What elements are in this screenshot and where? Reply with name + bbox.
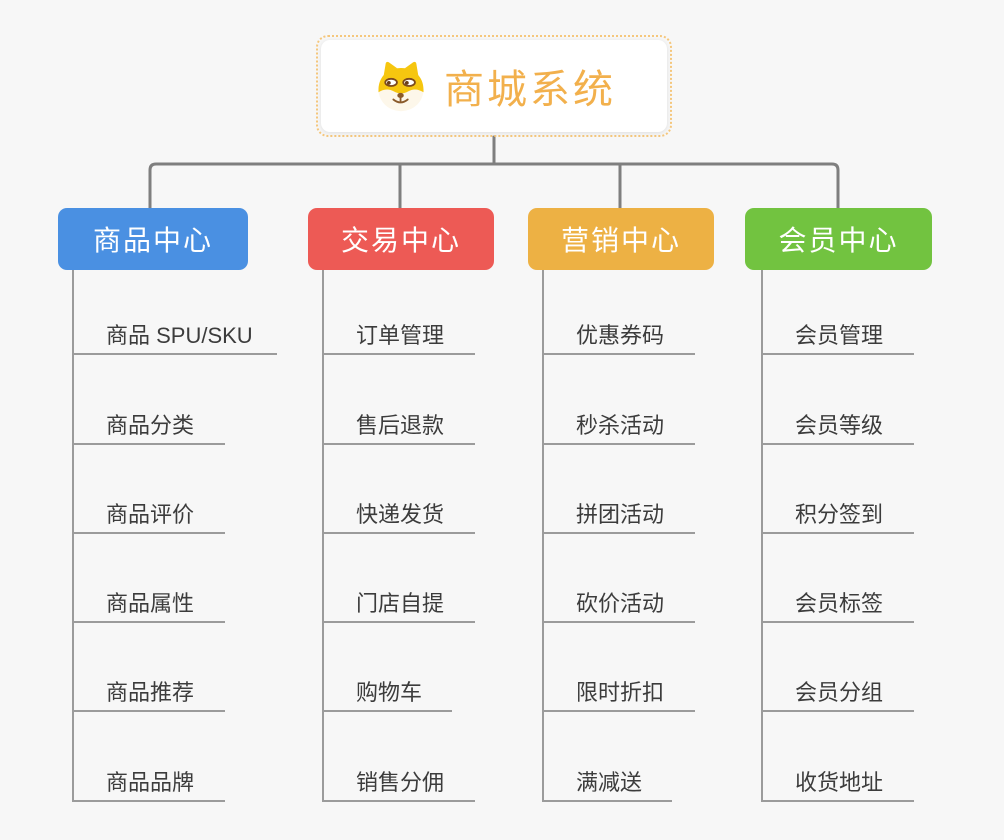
child-label: 积分签到 bbox=[795, 501, 884, 527]
branch-spine-line bbox=[72, 270, 74, 802]
branch-label: 会员中心 bbox=[778, 225, 899, 256]
branch-label: 营销中心 bbox=[560, 225, 681, 256]
child-label: 快递发货 bbox=[356, 501, 445, 527]
child-label: 商品推荐 bbox=[106, 679, 195, 705]
child-label: 商品品牌 bbox=[106, 769, 195, 795]
child-node[interactable]: 限时折扣 bbox=[543, 666, 695, 712]
branch-node-member-center[interactable]: 会员中心 bbox=[745, 208, 932, 270]
child-node[interactable]: 会员分组 bbox=[762, 666, 914, 712]
root-node-card: 商城系统 bbox=[321, 40, 667, 132]
branch-node-marketing-center[interactable]: 营销中心 bbox=[528, 208, 714, 270]
child-node[interactable]: 售后退款 bbox=[323, 399, 475, 445]
child-node[interactable]: 商品推荐 bbox=[73, 666, 225, 712]
child-label: 会员标签 bbox=[795, 590, 884, 616]
child-label: 会员等级 bbox=[795, 412, 884, 438]
child-node[interactable]: 会员等级 bbox=[762, 399, 914, 445]
branch-label: 交易中心 bbox=[340, 225, 461, 256]
child-node[interactable]: 拼团活动 bbox=[543, 488, 695, 534]
child-label: 销售分佣 bbox=[356, 769, 445, 795]
child-node[interactable]: 满减送 bbox=[543, 756, 672, 802]
dog-face-icon bbox=[372, 59, 430, 113]
branch-label: 商品中心 bbox=[92, 225, 213, 256]
child-label: 订单管理 bbox=[356, 322, 445, 348]
child-label: 商品分类 bbox=[106, 412, 195, 438]
child-label: 限时折扣 bbox=[576, 679, 665, 705]
child-label: 售后退款 bbox=[356, 412, 445, 438]
child-node[interactable]: 收货地址 bbox=[762, 756, 914, 802]
child-node[interactable]: 门店自提 bbox=[323, 577, 475, 623]
branch-spine-line bbox=[322, 270, 324, 802]
root-node[interactable]: 商城系统 bbox=[316, 35, 672, 137]
branch-node-trade-center[interactable]: 交易中心 bbox=[308, 208, 494, 270]
child-label: 商品 SPU/SKU bbox=[106, 322, 253, 348]
child-node[interactable]: 积分签到 bbox=[762, 488, 914, 534]
child-node[interactable]: 秒杀活动 bbox=[543, 399, 695, 445]
child-node[interactable]: 商品属性 bbox=[73, 577, 225, 623]
child-node[interactable]: 销售分佣 bbox=[323, 756, 475, 802]
child-node[interactable]: 商品分类 bbox=[73, 399, 225, 445]
child-label: 会员分组 bbox=[795, 679, 884, 705]
root-label: 商城系统 bbox=[444, 68, 616, 112]
child-label: 满减送 bbox=[576, 769, 643, 795]
child-node[interactable]: 会员管理 bbox=[762, 309, 914, 355]
child-label: 会员管理 bbox=[795, 322, 884, 348]
child-label: 商品属性 bbox=[106, 590, 195, 616]
branch-spine-line bbox=[542, 270, 544, 802]
child-label: 砍价活动 bbox=[576, 590, 665, 616]
child-node[interactable]: 订单管理 bbox=[323, 309, 475, 355]
child-node[interactable]: 商品 SPU/SKU bbox=[73, 309, 277, 355]
child-label: 商品评价 bbox=[106, 501, 195, 527]
child-label: 秒杀活动 bbox=[576, 412, 665, 438]
child-label: 收货地址 bbox=[795, 769, 884, 795]
branch-node-product-center[interactable]: 商品中心 bbox=[58, 208, 248, 270]
child-node[interactable]: 会员标签 bbox=[762, 577, 914, 623]
child-node[interactable]: 砍价活动 bbox=[543, 577, 695, 623]
child-label: 优惠券码 bbox=[576, 322, 665, 348]
child-node[interactable]: 购物车 bbox=[323, 666, 452, 712]
child-label: 拼团活动 bbox=[576, 501, 665, 527]
child-node[interactable]: 优惠券码 bbox=[543, 309, 695, 355]
child-node[interactable]: 商品品牌 bbox=[73, 756, 225, 802]
child-label: 门店自提 bbox=[356, 590, 445, 616]
child-node[interactable]: 快递发货 bbox=[323, 488, 475, 534]
child-label: 购物车 bbox=[356, 679, 423, 705]
child-node[interactable]: 商品评价 bbox=[73, 488, 225, 534]
branch-spine-line bbox=[761, 270, 763, 802]
